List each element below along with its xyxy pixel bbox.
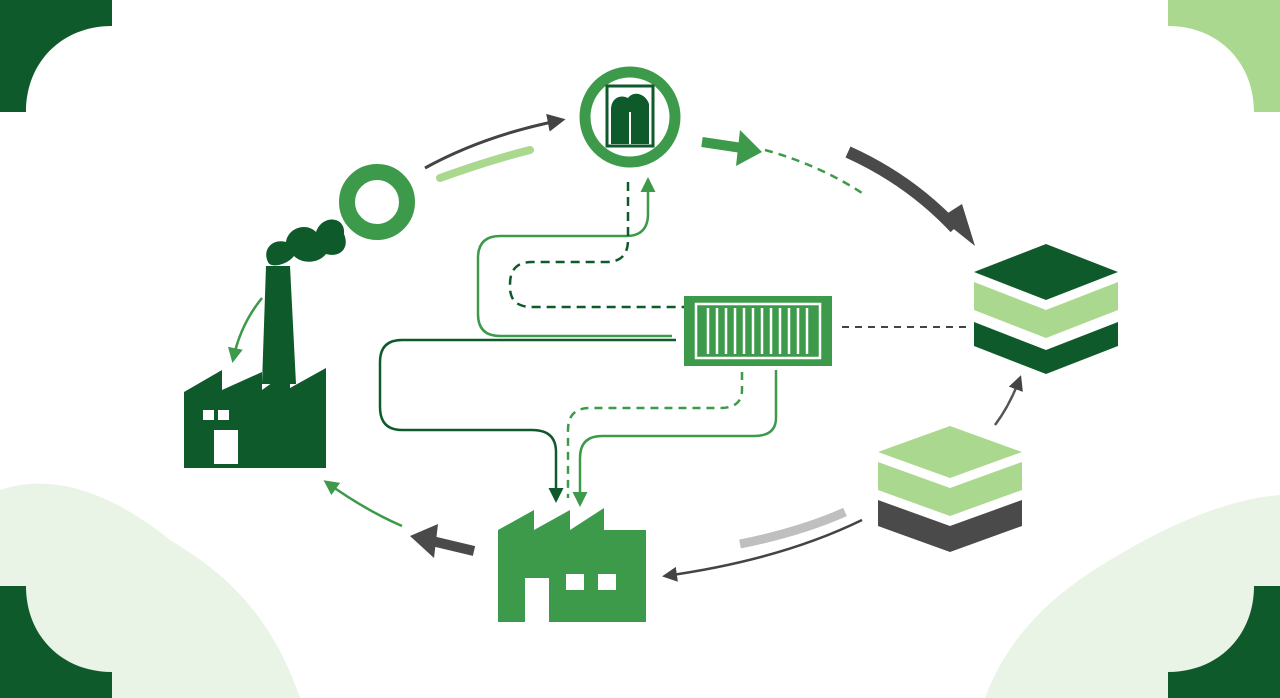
- processing-factory-window-2: [598, 574, 616, 590]
- arrow-ring-to-badge: [424, 113, 566, 170]
- processing-factory-door: [525, 578, 549, 622]
- cube-top-lower-right: [1046, 322, 1118, 374]
- container-panel: [694, 302, 822, 360]
- corner-top-right: [1168, 0, 1280, 112]
- flow-container-to-factory-dashed: [566, 372, 744, 498]
- cube-top-middle-left: [974, 282, 1046, 338]
- blob-bottom-left: [0, 483, 300, 698]
- arrow-factory-left-head: [410, 524, 438, 558]
- cube-bottom-face: [878, 426, 1022, 478]
- layered-cube-icon-top: [974, 244, 1118, 374]
- circular-badge-icon: [579, 66, 681, 168]
- factory-window-1: [203, 410, 214, 420]
- processing-factory-body: [498, 508, 646, 622]
- container-body: [684, 296, 832, 366]
- arrow-badge-right-shaft: [701, 137, 743, 153]
- accent-cube-to-factory: [739, 507, 847, 549]
- processing-factory-window-1: [566, 574, 584, 590]
- smokestack: [262, 266, 296, 384]
- cube-top-middle-right: [1046, 282, 1118, 338]
- flow-container-to-badge: [476, 177, 672, 338]
- emitting-factory-icon: [184, 219, 346, 468]
- arrow-smokestack-down: [228, 297, 263, 363]
- dashed-badge-to-cube: [764, 148, 866, 197]
- accent-ring-to-badge: [436, 146, 534, 182]
- smoke-cloud: [266, 219, 346, 266]
- factory-icon: [498, 508, 646, 622]
- internal-connectors: [378, 177, 970, 507]
- container-ribs: [706, 308, 809, 354]
- factory-door: [214, 430, 238, 464]
- flow-left-loop-to-factory: [378, 338, 676, 503]
- factory-window-2: [218, 410, 229, 420]
- arrow-badge-right-head: [736, 130, 762, 166]
- arrow-factory-left-shaft: [430, 536, 476, 556]
- arrow-cube-bottom-to-top: [993, 375, 1023, 426]
- cube-bottom-middle-left: [878, 462, 950, 516]
- flow-container-to-factory: [572, 370, 778, 507]
- blob-bottom-right: [985, 495, 1280, 698]
- cube-top-face: [974, 244, 1118, 300]
- layered-cube-icon-bottom: [878, 426, 1022, 552]
- arrow-to-cube-head: [940, 204, 975, 246]
- flow-badge-to-container-dashed: [508, 182, 686, 309]
- corner-bottom-left: [0, 586, 112, 698]
- cube-bottom-lower-right: [950, 500, 1022, 552]
- arrow-cube-to-factory: [662, 518, 863, 582]
- outer-connectors: [228, 113, 1023, 582]
- cube-bottom-middle-right: [950, 462, 1022, 516]
- arrow-to-left-factory: [323, 480, 403, 528]
- corner-top-left: [0, 0, 112, 112]
- ring-icon: [339, 164, 415, 240]
- cube-top-lower-left: [974, 322, 1046, 374]
- container-icon: [684, 296, 832, 366]
- cube-bottom-lower-left: [878, 500, 950, 552]
- arrow-to-cube-shaft: [845, 146, 960, 233]
- corner-bottom-right: [1168, 586, 1280, 698]
